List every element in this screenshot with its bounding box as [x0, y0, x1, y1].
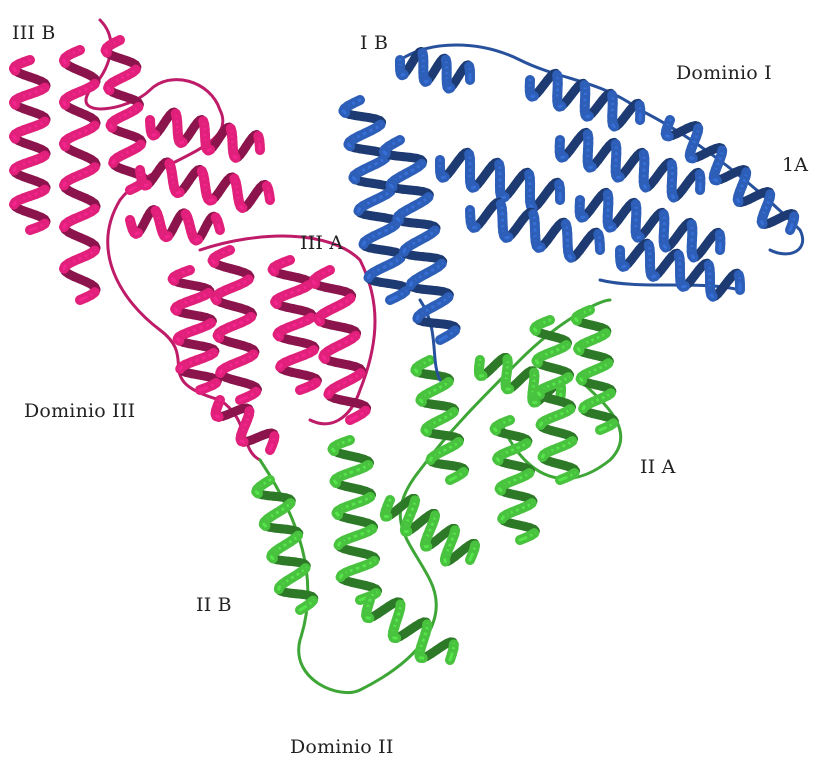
- label-dominio-ii: Dominio II: [290, 736, 394, 758]
- label-subdomain-iii-a: III A: [300, 232, 343, 254]
- helix-iii-b-1: [14, 60, 46, 230]
- helix-i-b-3: [384, 140, 456, 340]
- helix-iii-b-2: [64, 50, 96, 300]
- label-subdomain-iii-b: III B: [12, 22, 56, 44]
- label-subdomain-i-a: 1A: [782, 154, 808, 176]
- helix-ii-a-5: [576, 310, 615, 430]
- label-subdomain-ii-a: II A: [640, 456, 676, 478]
- helix-iii-a-5: [216, 400, 275, 450]
- helix-iii-b-5: [140, 162, 270, 208]
- helix-i-b-2: [343, 100, 406, 300]
- loop-i-2: [420, 280, 740, 380]
- label-dominio-i: Dominio I: [676, 62, 772, 84]
- domain-i-ribbon: [343, 45, 802, 380]
- helix-ii-a-4: [535, 320, 576, 480]
- label-subdomain-i-b: I B: [360, 32, 388, 54]
- helix-ii-b-3: [385, 498, 475, 561]
- label-subdomain-ii-b: II B: [196, 594, 232, 616]
- label-dominio-iii: Dominio III: [24, 400, 135, 422]
- helix-ii-b-2: [333, 440, 378, 600]
- helix-iii-a-2: [213, 250, 258, 400]
- helix-iii-a-1: [173, 270, 218, 390]
- helix-ii-b-4: [366, 600, 454, 660]
- domain-ii-ribbon: [256, 300, 621, 693]
- helix-i-b-1: [400, 52, 470, 89]
- helix-ii-a-3: [495, 420, 536, 540]
- helix-ii-b-1: [256, 480, 313, 610]
- helix-i-a-2: [560, 132, 701, 197]
- helix-iii-b-6: [130, 210, 220, 241]
- helix-iii-b-4: [150, 112, 260, 158]
